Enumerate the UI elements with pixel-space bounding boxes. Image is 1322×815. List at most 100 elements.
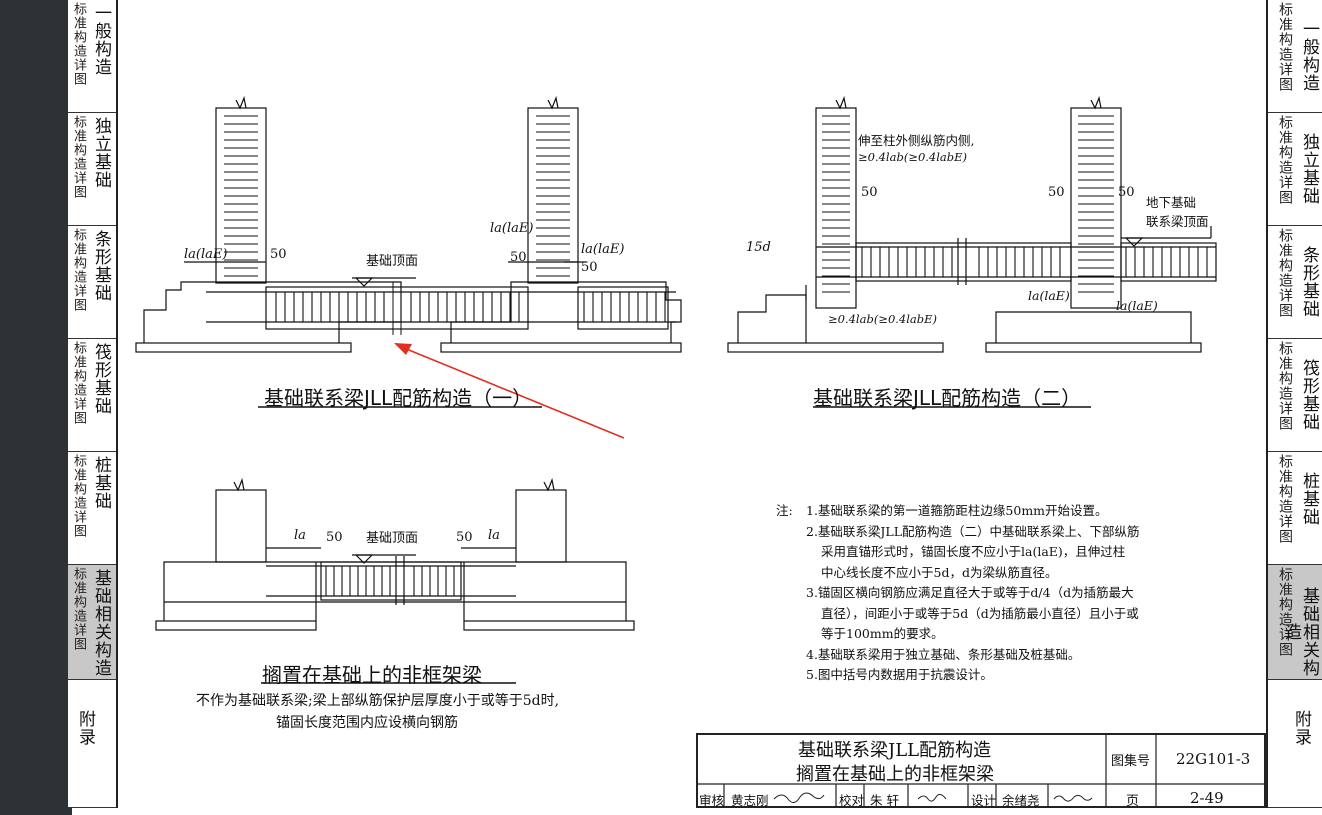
d2-note-extend: 伸至柱外侧纵筋内侧, xyxy=(858,133,975,148)
left-tab-3[interactable]: 标准构造详图筏形基础 xyxy=(68,339,116,452)
left-tab-1[interactable]: 标准构造详图独立基础 xyxy=(68,113,116,226)
right-tab-small-label: 标准构造详图 xyxy=(1277,454,1293,544)
d3-dim-la-left: la xyxy=(294,528,306,543)
d3-label-foundation-top: 基础顶面 xyxy=(366,531,419,546)
d3-title: 搁置在基础上的非框架梁 xyxy=(262,663,482,687)
right-tab-0[interactable]: 标准构造详图一般构造 xyxy=(1268,0,1322,113)
left-tab-5[interactable]: 标准构造详图基础相关构造 xyxy=(68,565,116,680)
right-tab-2[interactable]: 标准构造详图条形基础 xyxy=(1268,226,1322,339)
d1-dim-la-left: la(laE) xyxy=(184,247,228,262)
check-label: 校对 xyxy=(839,793,865,808)
note-line: 中心线长度不应小于5d，d为梁纵筋直径。 xyxy=(821,564,1058,580)
d2-note-underground: 地下基础 xyxy=(1146,195,1197,210)
d3-dim-50-left: 50 xyxy=(326,530,343,545)
right-tab-label: 一般构造 xyxy=(1299,20,1319,92)
left-tab-label: 独立基础 xyxy=(91,117,111,189)
left-tab-label: 一般构造 xyxy=(91,4,111,76)
left-tab-4[interactable]: 标准构造详图桩基础 xyxy=(68,452,116,565)
d2-title: 基础联系梁JLL配筋构造（二） xyxy=(813,386,1082,410)
right-tab-label: 独立基础 xyxy=(1299,133,1319,205)
right-tab-small-label: 标准构造详图 xyxy=(1277,341,1293,431)
note-line: 直径），间距小于或等于5d（d为插筋最小直径）且小于或 xyxy=(821,605,1139,621)
right-tab-small-label: 标准构造详图 xyxy=(1277,2,1293,92)
right-tab-1[interactable]: 标准构造详图独立基础 xyxy=(1268,113,1322,226)
left-tab-small-label: 标准构造详图 xyxy=(71,228,86,312)
right-tab-label: 桩基础 xyxy=(1299,472,1319,526)
note-line: 等于100mm的要求。 xyxy=(821,626,944,641)
drawing-lines xyxy=(135,95,1217,684)
d1-dim-la-right: la(laE) xyxy=(490,221,534,236)
right-tab-label: 条形基础 xyxy=(1299,246,1319,318)
notes-head: 注: xyxy=(776,503,793,518)
d1-dim-50-right: 50 xyxy=(510,250,527,265)
right-category-tabs: 标准构造详图一般构造标准构造详图独立基础标准构造详图条形基础标准构造详图筏形基础… xyxy=(1266,0,1322,808)
d3-caption-1: 不作为基础联系梁;梁上部纵筋保护层厚度小于或等于5d时, xyxy=(196,693,560,709)
d1-beam xyxy=(265,286,529,330)
right-tab-label: 基础相关构造 xyxy=(1281,587,1319,677)
left-tab-0[interactable]: 标准构造详图一般构造 xyxy=(68,0,116,113)
d1-pad-right xyxy=(440,342,682,353)
d2-note-bottom: ≥0.4lab(≥0.4labE) xyxy=(828,312,938,326)
left-tab-label: 基础相关构造 xyxy=(91,569,111,677)
d1-dim-50-right2: 50 xyxy=(581,260,598,275)
d1-title: 基础联系梁JLL配筋构造（一） xyxy=(264,386,533,410)
reviewer-name: 黄志刚 xyxy=(731,793,769,808)
d1-column-left xyxy=(215,107,267,284)
note-line: 2.基础联系梁JLL配筋构造（二）中基础联系梁上、下部纵筋 xyxy=(806,523,1140,539)
right-tab-label: 附录 xyxy=(1291,710,1311,746)
page-number: 2-49 xyxy=(1190,789,1224,807)
left-tab-label: 条形基础 xyxy=(91,230,111,302)
left-tab-small-label: 标准构造详图 xyxy=(71,454,86,538)
right-tab-small-label: 标准构造详图 xyxy=(1277,115,1293,205)
review-label: 审核 xyxy=(699,793,725,808)
d3-caption-2: 锚固长度范围内应设横向钢筋 xyxy=(276,715,458,731)
d2-dim-la-right: la(laE) xyxy=(1116,298,1158,313)
atlas-number: 22G101-3 xyxy=(1176,750,1251,768)
d2-dim-50-mid: 50 xyxy=(1048,185,1065,200)
left-tab-small-label: 标准构造详图 xyxy=(71,341,86,425)
page-label: 页 xyxy=(1126,794,1140,809)
d2-beam xyxy=(855,242,1072,282)
d3-dim-la-right: la xyxy=(488,528,500,543)
d2-dim-15d: 15d xyxy=(746,240,771,255)
atlas-label: 图集号 xyxy=(1111,754,1151,769)
left-tab-label: 筏形基础 xyxy=(91,343,111,415)
d2-column-right xyxy=(1070,107,1122,309)
title-block-title-1: 基础联系梁JLL配筋构造 xyxy=(798,740,992,761)
title-block-title-2: 搁置在基础上的非框架梁 xyxy=(796,764,994,785)
annotation-arrow xyxy=(394,343,625,439)
d2-column-left xyxy=(815,107,857,309)
note-line: 4.基础联系梁用于独立基础、条形基础及桩基础。 xyxy=(806,646,1081,662)
d1-dim-la-right2: la(laE) xyxy=(581,242,625,257)
left-category-tabs: 标准构造详图一般构造标准构造详图独立基础标准构造详图条形基础标准构造详图筏形基础… xyxy=(68,0,118,808)
right-tab-4[interactable]: 标准构造详图桩基础 xyxy=(1268,452,1322,565)
right-tab-5[interactable]: 标准构造详图基础相关构造 xyxy=(1268,565,1322,680)
d3-dim-50-right: 50 xyxy=(456,530,473,545)
right-tab-small-label: 标准构造详图 xyxy=(1277,567,1293,657)
note-line: 采用直锚形式时，锚固长度不应小于la(laE)，且伸过柱 xyxy=(821,544,1126,559)
d2-note-underground2: 联系梁顶面 xyxy=(1146,214,1209,229)
right-tab-6[interactable]: 附录 xyxy=(1268,680,1322,808)
d3-beam xyxy=(320,561,462,601)
title-block: 基础联系梁JLL配筋构造 搁置在基础上的非框架梁 图集号 22G101-3 页 … xyxy=(696,733,1266,809)
window-edge xyxy=(0,0,72,815)
right-tab-label: 筏形基础 xyxy=(1299,359,1319,431)
left-tab-6[interactable]: 附录 xyxy=(68,680,116,808)
d1-column-right xyxy=(527,107,579,284)
note-line: 1.基础联系梁的第一道箍筋距柱边缘50mm开始设置。 xyxy=(806,503,1108,518)
d1-pad-left xyxy=(135,342,352,353)
d1-label-foundation-top: 基础顶面 xyxy=(366,254,419,269)
d2-dim-50-right: 50 xyxy=(1118,185,1135,200)
note-line: 5.图中括号内数据用于抗震设计。 xyxy=(806,667,993,682)
left-tab-label: 附录 xyxy=(75,710,95,746)
d2-dim-50-left: 50 xyxy=(861,185,878,200)
right-tab-3[interactable]: 标准构造详图筏形基础 xyxy=(1268,339,1322,452)
design-label: 设计 xyxy=(971,793,997,808)
left-tab-small-label: 标准构造详图 xyxy=(71,115,86,199)
designer-name: 余绪尧 xyxy=(1002,793,1040,808)
left-tab-small-label: 标准构造详图 xyxy=(71,2,86,86)
d1-dim-50-left: 50 xyxy=(270,247,287,262)
note-line: 3.锚固区横向钢筋应满足直径大于或等于d/4（d为插筋最大 xyxy=(806,585,1134,600)
drawing-sheet: la(laE) 50 基础顶面 la(laE) 50 la(laE) 50 基础… xyxy=(116,0,1266,809)
left-tab-2[interactable]: 标准构造详图条形基础 xyxy=(68,226,116,339)
